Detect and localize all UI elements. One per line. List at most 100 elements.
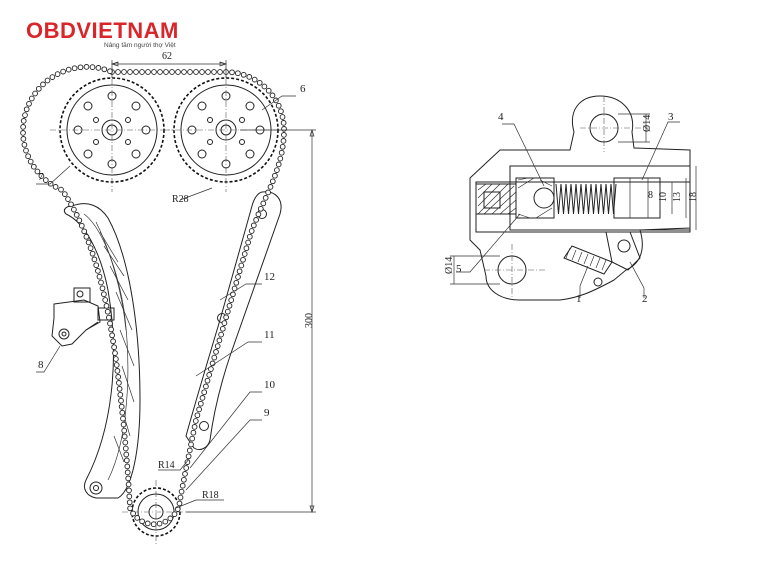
chain-link xyxy=(184,459,191,465)
chain-link xyxy=(156,520,163,527)
label-part-4: 4 xyxy=(498,111,504,123)
chain-link xyxy=(182,471,188,477)
chain-link xyxy=(111,344,117,351)
chain-link xyxy=(275,161,282,168)
chain-link xyxy=(71,206,77,213)
chain-link xyxy=(108,326,114,333)
chain-link xyxy=(267,184,274,190)
chain-link xyxy=(251,76,258,83)
chain-link xyxy=(280,138,287,144)
dim-plunger-18: 18 xyxy=(688,192,699,202)
dim-crank-radius: R18 xyxy=(202,490,219,501)
chain-link xyxy=(21,141,28,148)
chain-link xyxy=(65,196,71,202)
chain-link xyxy=(274,167,280,173)
chain-link xyxy=(119,409,126,416)
chain-link xyxy=(71,65,78,72)
chain-link xyxy=(157,69,163,75)
chain-link xyxy=(130,510,136,517)
chain-link xyxy=(179,482,186,489)
chain-link xyxy=(281,132,287,138)
tensioner-section-view: Ø14 8 10 13 18 xyxy=(444,95,699,305)
label-part-9: 9 xyxy=(264,407,270,419)
chain-link xyxy=(91,256,98,263)
chain-link xyxy=(241,251,248,257)
chain-link xyxy=(261,83,268,90)
chain-link xyxy=(96,273,103,280)
label-part-11: 11 xyxy=(264,329,275,341)
chain-link xyxy=(42,177,49,183)
chain-link xyxy=(114,368,121,374)
chain-link xyxy=(181,476,187,483)
chain-link xyxy=(122,445,129,452)
chain-link xyxy=(151,69,157,75)
chain-link xyxy=(269,178,276,185)
chain-link xyxy=(246,74,253,80)
chain-link xyxy=(101,291,107,298)
chain-link xyxy=(245,239,251,246)
chain-link xyxy=(23,147,29,154)
chain-link xyxy=(118,397,124,404)
chain-link xyxy=(22,112,28,118)
dim-sprocket-radius: R28 xyxy=(172,194,189,205)
chain-link xyxy=(30,163,37,170)
chain-link xyxy=(93,262,100,269)
chain-link xyxy=(101,66,108,73)
chain-link xyxy=(183,465,190,471)
chain-link xyxy=(233,279,240,286)
chain-link xyxy=(98,279,104,286)
chain-link xyxy=(223,314,229,321)
chain-link xyxy=(217,69,223,75)
chain-link xyxy=(162,518,169,525)
label-part-8: 8 xyxy=(38,359,44,371)
chain-link xyxy=(206,372,213,378)
chain-link xyxy=(115,69,121,75)
chain-link xyxy=(197,400,204,407)
chain-link xyxy=(112,350,118,356)
label-part-3: 3 xyxy=(668,111,674,123)
chain-link xyxy=(61,191,68,197)
logo-tagline: Nâng tầm người thợ Việt xyxy=(104,42,176,49)
chain-link xyxy=(110,338,116,345)
chain-link xyxy=(167,515,174,522)
dim-plunger-10: 10 xyxy=(658,192,669,202)
chain-link xyxy=(35,85,42,92)
chain-link xyxy=(188,441,194,448)
chain-link xyxy=(240,256,246,263)
chain-link xyxy=(99,285,106,292)
chain-link xyxy=(116,380,122,386)
chain-link xyxy=(204,377,211,384)
chain-link xyxy=(211,69,217,75)
chain-link xyxy=(127,69,133,75)
chain-link xyxy=(255,211,262,218)
chain-link xyxy=(116,385,123,392)
chain-link xyxy=(275,102,282,109)
chain-link xyxy=(113,356,119,362)
chain-link xyxy=(144,520,151,527)
chain-link xyxy=(123,451,130,458)
chain-link xyxy=(126,487,132,494)
left-camshaft-sprocket xyxy=(50,68,174,192)
chain-link xyxy=(81,228,88,235)
chain-link xyxy=(104,308,111,315)
chain-link xyxy=(250,222,257,229)
label-part-5: 5 xyxy=(456,263,462,275)
tensioner-spring xyxy=(555,183,617,215)
label-part-2: 2 xyxy=(642,293,648,305)
obdvietnam-logo: OBDVIETNAM Nâng tầm người thợ Việt xyxy=(26,14,196,54)
right-chain-guide xyxy=(185,191,282,451)
chain-link xyxy=(54,71,61,77)
chain-link xyxy=(216,337,223,344)
chain-link xyxy=(235,274,241,280)
dim-side-bore: Ø14 xyxy=(444,257,455,274)
chain-link xyxy=(65,66,72,73)
chain-link xyxy=(229,69,235,76)
chain-link xyxy=(52,184,59,190)
chain-link xyxy=(107,68,113,75)
chain-link xyxy=(139,69,145,75)
chain-link xyxy=(120,421,127,428)
chain-tensioner-8 xyxy=(51,287,115,347)
chain-link xyxy=(73,212,80,218)
chain-link xyxy=(77,64,84,71)
dim-center-distance: 300 xyxy=(186,128,316,514)
